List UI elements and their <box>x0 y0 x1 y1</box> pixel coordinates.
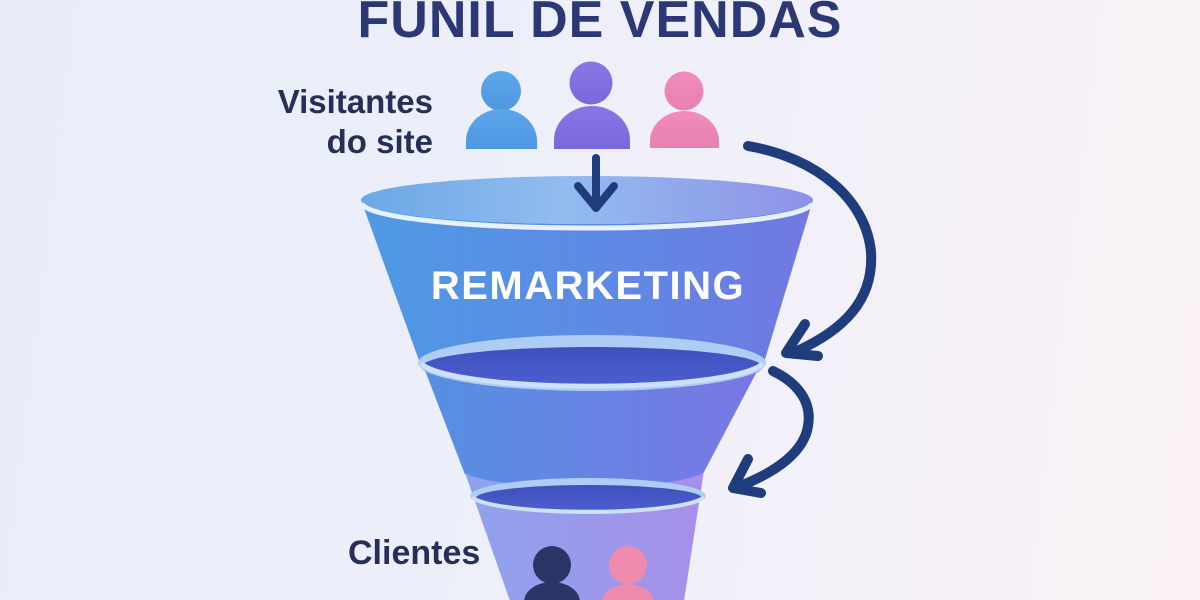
visitors-label-line1: Visitantes <box>277 83 433 120</box>
arrow-curve-top-icon <box>743 141 877 361</box>
visitors-icons <box>466 61 719 149</box>
page-title: FUNIL DE VENDAS <box>357 0 843 49</box>
dark-level-ellipse <box>476 485 702 511</box>
remarketing-stage-label: REMARKETING <box>430 264 746 308</box>
arrow-curve-bottom-icon <box>728 366 814 498</box>
customers-label: Clientes <box>348 534 481 572</box>
person-blue-icon <box>466 71 537 149</box>
visitors-label-line2: do site <box>326 123 433 160</box>
rim-highlight <box>418 361 766 389</box>
funnel-section-middle <box>421 360 763 489</box>
person-navy-icon <box>524 546 580 600</box>
visitors-label: Visitantes do site <box>233 82 433 162</box>
person-pink-icon <box>650 71 719 148</box>
person-pink-icon <box>602 546 654 600</box>
customers-icons <box>524 546 654 600</box>
person-purple-icon <box>554 61 630 149</box>
dark-level-ellipse <box>423 347 761 385</box>
funnel-break-2 <box>470 478 706 514</box>
arrow-down-icon <box>574 154 618 212</box>
top-rim-highlight <box>359 202 815 231</box>
flow-arrows <box>574 141 877 498</box>
rim-highlight <box>470 495 706 514</box>
funnel-break-1 <box>418 335 766 391</box>
